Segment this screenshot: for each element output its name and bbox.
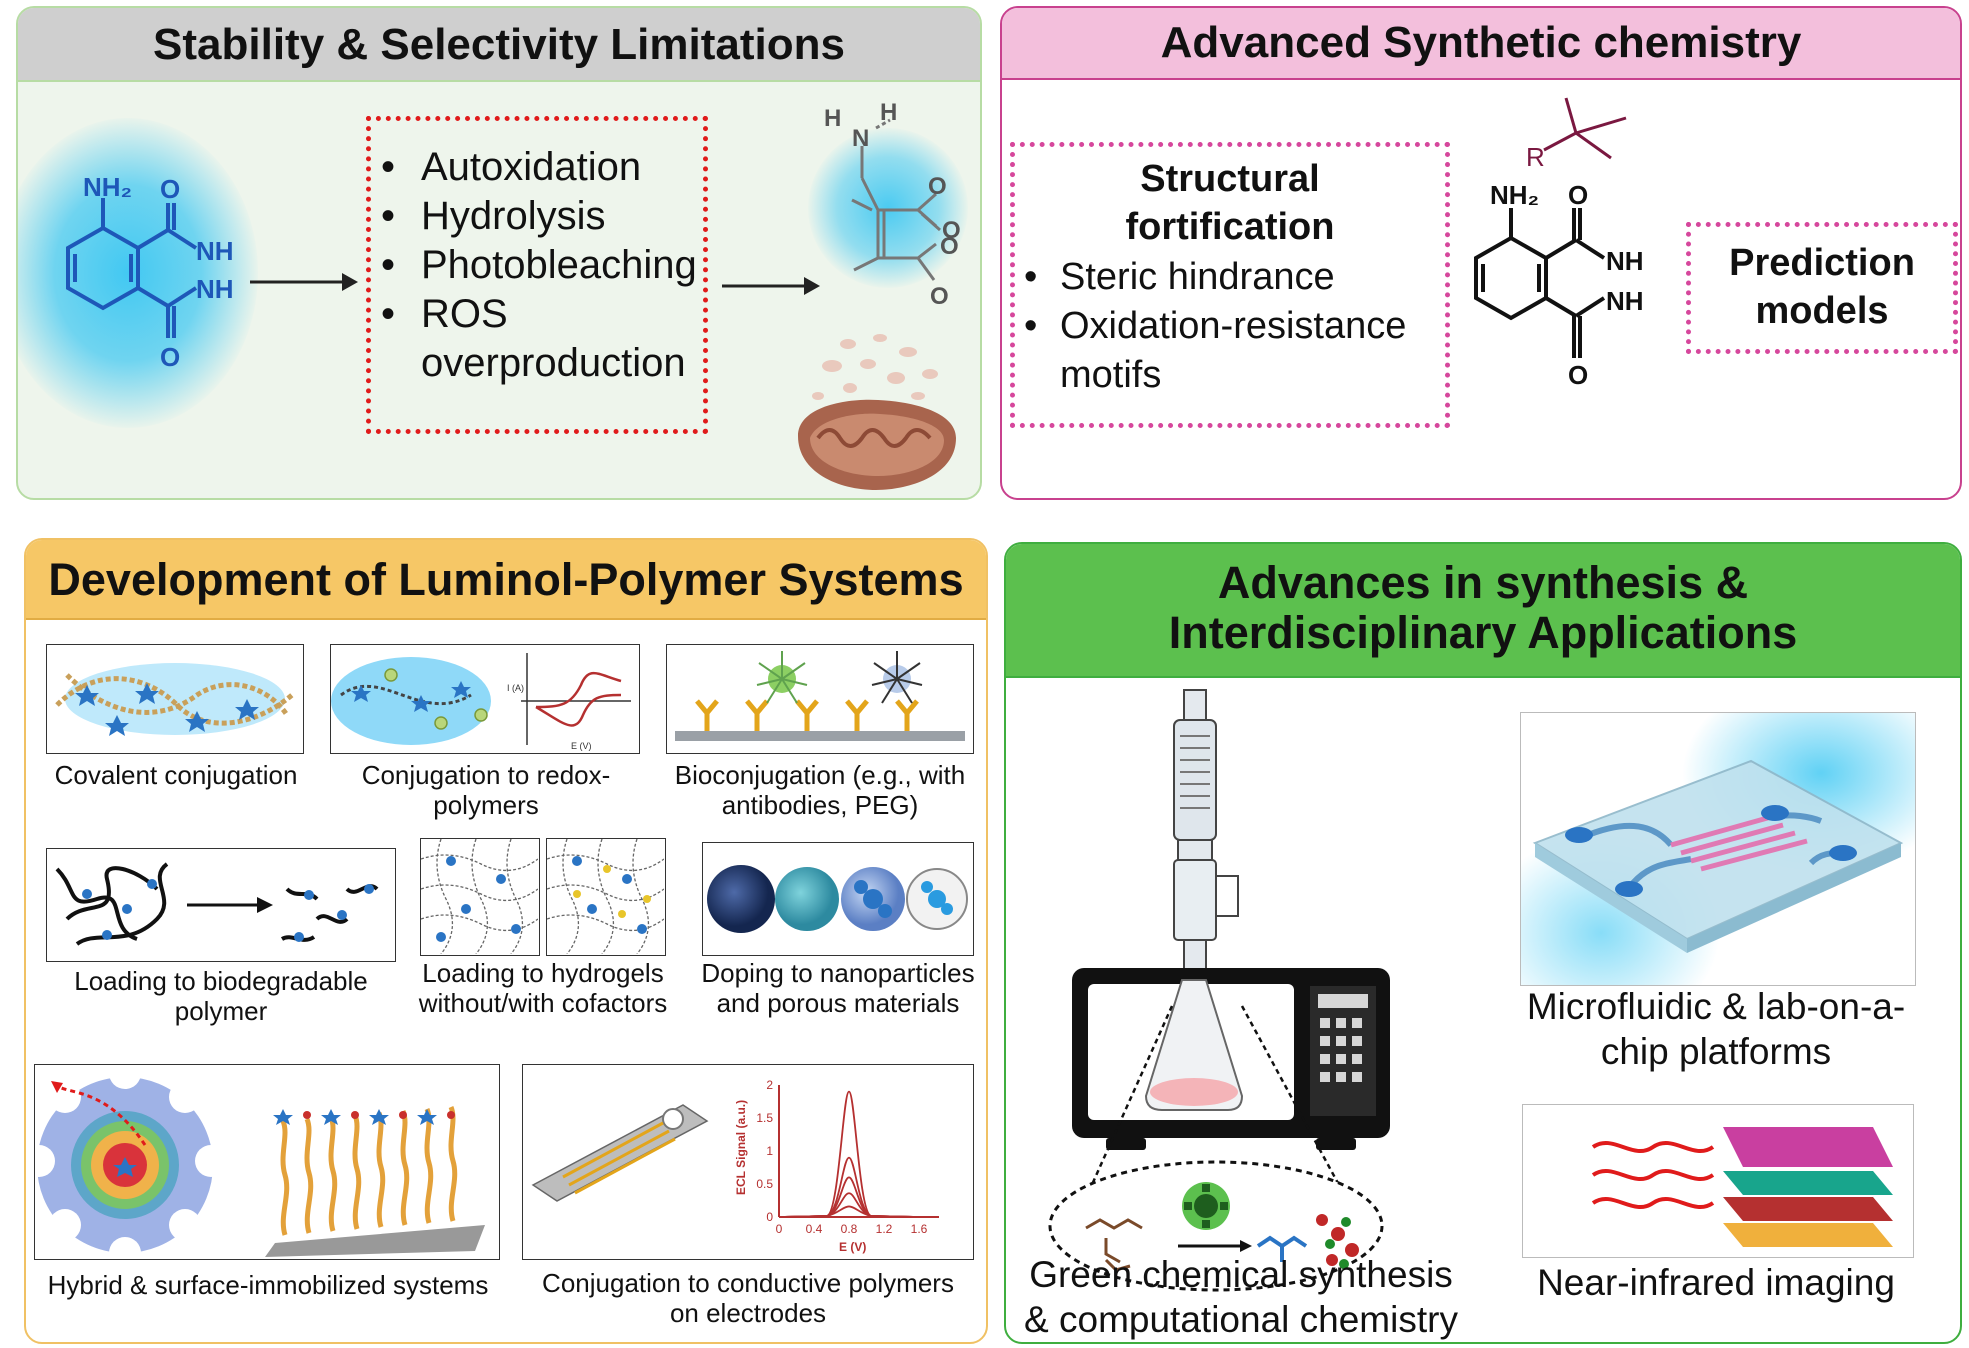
synthetic-title: Advanced Synthetic chemistry bbox=[1160, 18, 1802, 67]
prod-h2: H bbox=[880, 99, 897, 126]
arrow-right-icon bbox=[250, 273, 358, 291]
aminophthalate-structure: H N H O O O O bbox=[824, 99, 961, 310]
fortification-title: Structural fortification bbox=[1125, 158, 1335, 248]
cv-y-label: I (A) bbox=[507, 683, 524, 693]
ecl-curve bbox=[778, 1205, 920, 1218]
polymer-header: Development of Luminol-Polymer Systems bbox=[26, 540, 986, 620]
covalent-thumb bbox=[46, 644, 304, 754]
stability-panel: Stability & Selectivity Limitations NH₂ … bbox=[16, 6, 982, 500]
mol1-nh2: NH₂ bbox=[83, 172, 132, 202]
advances-header: Advances in synthesis & Interdisciplinar… bbox=[1006, 544, 1960, 678]
prod-n: N bbox=[852, 125, 869, 152]
advances-panel: Advances in synthesis & Interdisciplinar… bbox=[1004, 542, 1962, 1344]
polymer-panel: Development of Luminol-Polymer Systems C… bbox=[24, 538, 988, 1344]
bullet-oxidation: •Oxidation-resistance bbox=[1024, 305, 1407, 347]
microfluidic-thumb bbox=[1520, 712, 1916, 986]
prod-o1: O bbox=[942, 217, 961, 244]
ecl-ytick: 0.5 bbox=[756, 1177, 773, 1191]
prod-o-minus1: O bbox=[928, 173, 947, 200]
ecl-curve bbox=[778, 1156, 920, 1218]
ecl-xtick: 0.4 bbox=[806, 1222, 823, 1236]
synthetic-header: Advanced Synthetic chemistry bbox=[1002, 8, 1960, 80]
redox-thumb: I (A) E (V) bbox=[330, 644, 640, 754]
ecl-curve bbox=[778, 1192, 920, 1218]
synthetic-panel: Advanced Synthetic chemistry Structural … bbox=[1000, 6, 1962, 500]
fortified-luminol-structure: R NH₂ O NH NH O bbox=[1474, 97, 1644, 390]
bullet-autoxidation: •Autoxidation bbox=[381, 145, 642, 189]
caption-covalent: Covalent conjugation bbox=[54, 760, 298, 790]
ecl-xtick: 1.2 bbox=[876, 1222, 893, 1236]
mol1-nh-a: NH bbox=[196, 236, 234, 266]
arrow-right-icon-2 bbox=[722, 277, 820, 295]
limitations-box: •Autoxidation •Hydrolysis •Photobleachin… bbox=[366, 116, 708, 434]
bullet-ros: •ROS bbox=[381, 292, 508, 336]
ecl-xtick: 1.6 bbox=[911, 1222, 928, 1236]
caption-hybrid: Hybrid & surface-immobilized systems bbox=[47, 1270, 489, 1300]
hybrid-thumb bbox=[34, 1064, 500, 1260]
luminol-structure: NH₂ O NH NH O bbox=[66, 172, 234, 372]
prediction-label: Prediction models bbox=[1729, 242, 1915, 332]
ecl-ytick: 0 bbox=[766, 1210, 773, 1224]
stability-header: Stability & Selectivity Limitations bbox=[18, 8, 980, 82]
prediction-box: Prediction models bbox=[1686, 222, 1958, 354]
bullet-overproduction: overproduction bbox=[421, 341, 686, 385]
cv-x-label: E (V) bbox=[571, 741, 592, 751]
mol1-nh-b: NH bbox=[196, 274, 234, 304]
conductive-thumb: 0 0.5 1 1.5 2 0 0.4 0.8 1.2 1.6 ECL Signal (a.u.)… bbox=[522, 1064, 974, 1260]
ecl-ytick: 1.5 bbox=[756, 1111, 773, 1125]
prod-h1: H bbox=[824, 105, 841, 132]
synthesis-zoom-icon bbox=[1048, 1005, 1384, 1292]
mol2-o2: O bbox=[1568, 360, 1588, 390]
damaged-mitochondrion-icon bbox=[798, 334, 956, 490]
caption-nir: Near-infrared imaging bbox=[1537, 1262, 1895, 1303]
ecl-xlabel: E (V) bbox=[839, 1240, 866, 1254]
polymer-title: Development of Luminol-Polymer Systems bbox=[48, 554, 964, 605]
bullet-motifs: motifs bbox=[1060, 354, 1162, 396]
ecl-ytick: 1 bbox=[766, 1144, 773, 1158]
caption-redox: Conjugation to redox-polymers bbox=[361, 760, 611, 820]
mol2-nh-a: NH bbox=[1606, 246, 1644, 276]
bioconjugation-thumb bbox=[666, 644, 974, 754]
biodegradable-thumb bbox=[46, 848, 396, 962]
nir-thumb bbox=[1522, 1104, 1914, 1258]
prod-o-minus2: O bbox=[930, 283, 949, 310]
ecl-xtick: 0 bbox=[776, 1222, 783, 1236]
prod-o2: O bbox=[940, 233, 959, 260]
ecl-curve bbox=[778, 1176, 920, 1218]
mol2-r: R bbox=[1526, 142, 1545, 172]
nanoparticle-thumb bbox=[702, 842, 974, 956]
hydrogel-thumb-1 bbox=[420, 838, 540, 956]
fortification-box: Structural fortification •Steric hindran… bbox=[1010, 142, 1450, 428]
mol2-nh-b: NH bbox=[1606, 286, 1644, 316]
advances-title-line1: Advances in synthesis & bbox=[1217, 557, 1749, 608]
ecl-curve bbox=[778, 1090, 920, 1218]
ecl-ylabel: ECL Signal (a.u.) bbox=[734, 1100, 748, 1195]
ecl-chart: 0 0.5 1 1.5 2 0 0.4 0.8 1.2 1.6 ECL Signal (a.u.)… bbox=[531, 1078, 939, 1254]
microwave-reactor-icon bbox=[1072, 689, 1390, 1150]
product-glow bbox=[808, 128, 968, 288]
mol1-o2: O bbox=[160, 342, 180, 372]
caption-microfluidic: Microfluidic & lab-on-a-chip platforms bbox=[1526, 986, 1906, 1072]
ecl-ytick: 2 bbox=[766, 1078, 773, 1092]
ecl-xtick: 0.8 bbox=[841, 1222, 858, 1236]
bullet-photobleaching: •Photobleaching bbox=[381, 243, 697, 287]
mol1-o1: O bbox=[160, 174, 180, 204]
mol2-o1: O bbox=[1568, 180, 1588, 210]
bullet-steric: •Steric hindrance bbox=[1024, 256, 1335, 298]
caption-green-synthesis: Green chemical synthesis& computational … bbox=[1024, 1254, 1458, 1340]
stability-title: Stability & Selectivity Limitations bbox=[153, 20, 845, 69]
mol2-nh2: NH₂ bbox=[1490, 180, 1539, 210]
advances-title-line2: Interdisciplinary Applications bbox=[1168, 607, 1798, 658]
bullet-hydrolysis: •Hydrolysis bbox=[381, 194, 606, 238]
hydrogel-thumb-2 bbox=[546, 838, 666, 956]
